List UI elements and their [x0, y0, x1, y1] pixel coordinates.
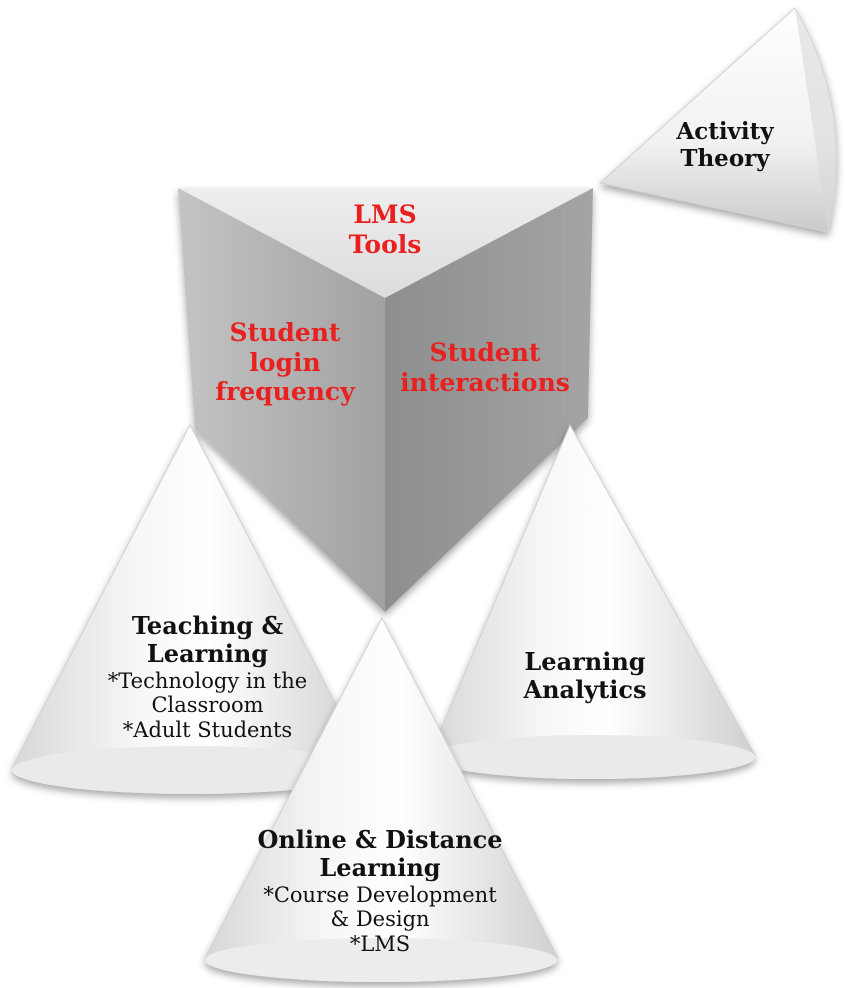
teaching-learning-title: Teaching & Learning [131, 611, 284, 669]
learning-analytics-label: Learning Analytics [470, 647, 700, 705]
lms-tools-label: LMS Tools [348, 200, 422, 259]
online-distance-label: Online & Distance Learning *Course Devel… [230, 825, 530, 957]
learning-analytics-title: Learning Analytics [523, 647, 647, 705]
activity-theory-title: Activity Theory [676, 118, 774, 173]
prism-left-face [178, 188, 385, 612]
activity-theory-label: Activity Theory [640, 118, 810, 172]
learning-analytics-cone [429, 423, 756, 779]
teaching-learning-cone [11, 423, 371, 794]
student-interactions-label: Student interactions [400, 338, 570, 397]
teaching-learning-item: *Adult Students [122, 718, 293, 743]
online-distance-cone [204, 616, 559, 982]
teaching-learning-item: *Technology in the Classroom [107, 668, 308, 718]
prism-right-face [385, 188, 593, 612]
online-distance-title: Online & Distance Learning [257, 825, 503, 883]
online-distance-item: *Course Development & Design [263, 882, 497, 932]
online-distance-item: *LMS [349, 932, 411, 957]
teaching-learning-label: Teaching & Learning *Technology in the C… [70, 611, 345, 743]
student-login-frequency-label: Student login frequency [215, 318, 355, 406]
activity-theory-cone [598, 7, 837, 233]
prism-top-face [178, 188, 593, 298]
lms-tools-prism [178, 188, 593, 612]
